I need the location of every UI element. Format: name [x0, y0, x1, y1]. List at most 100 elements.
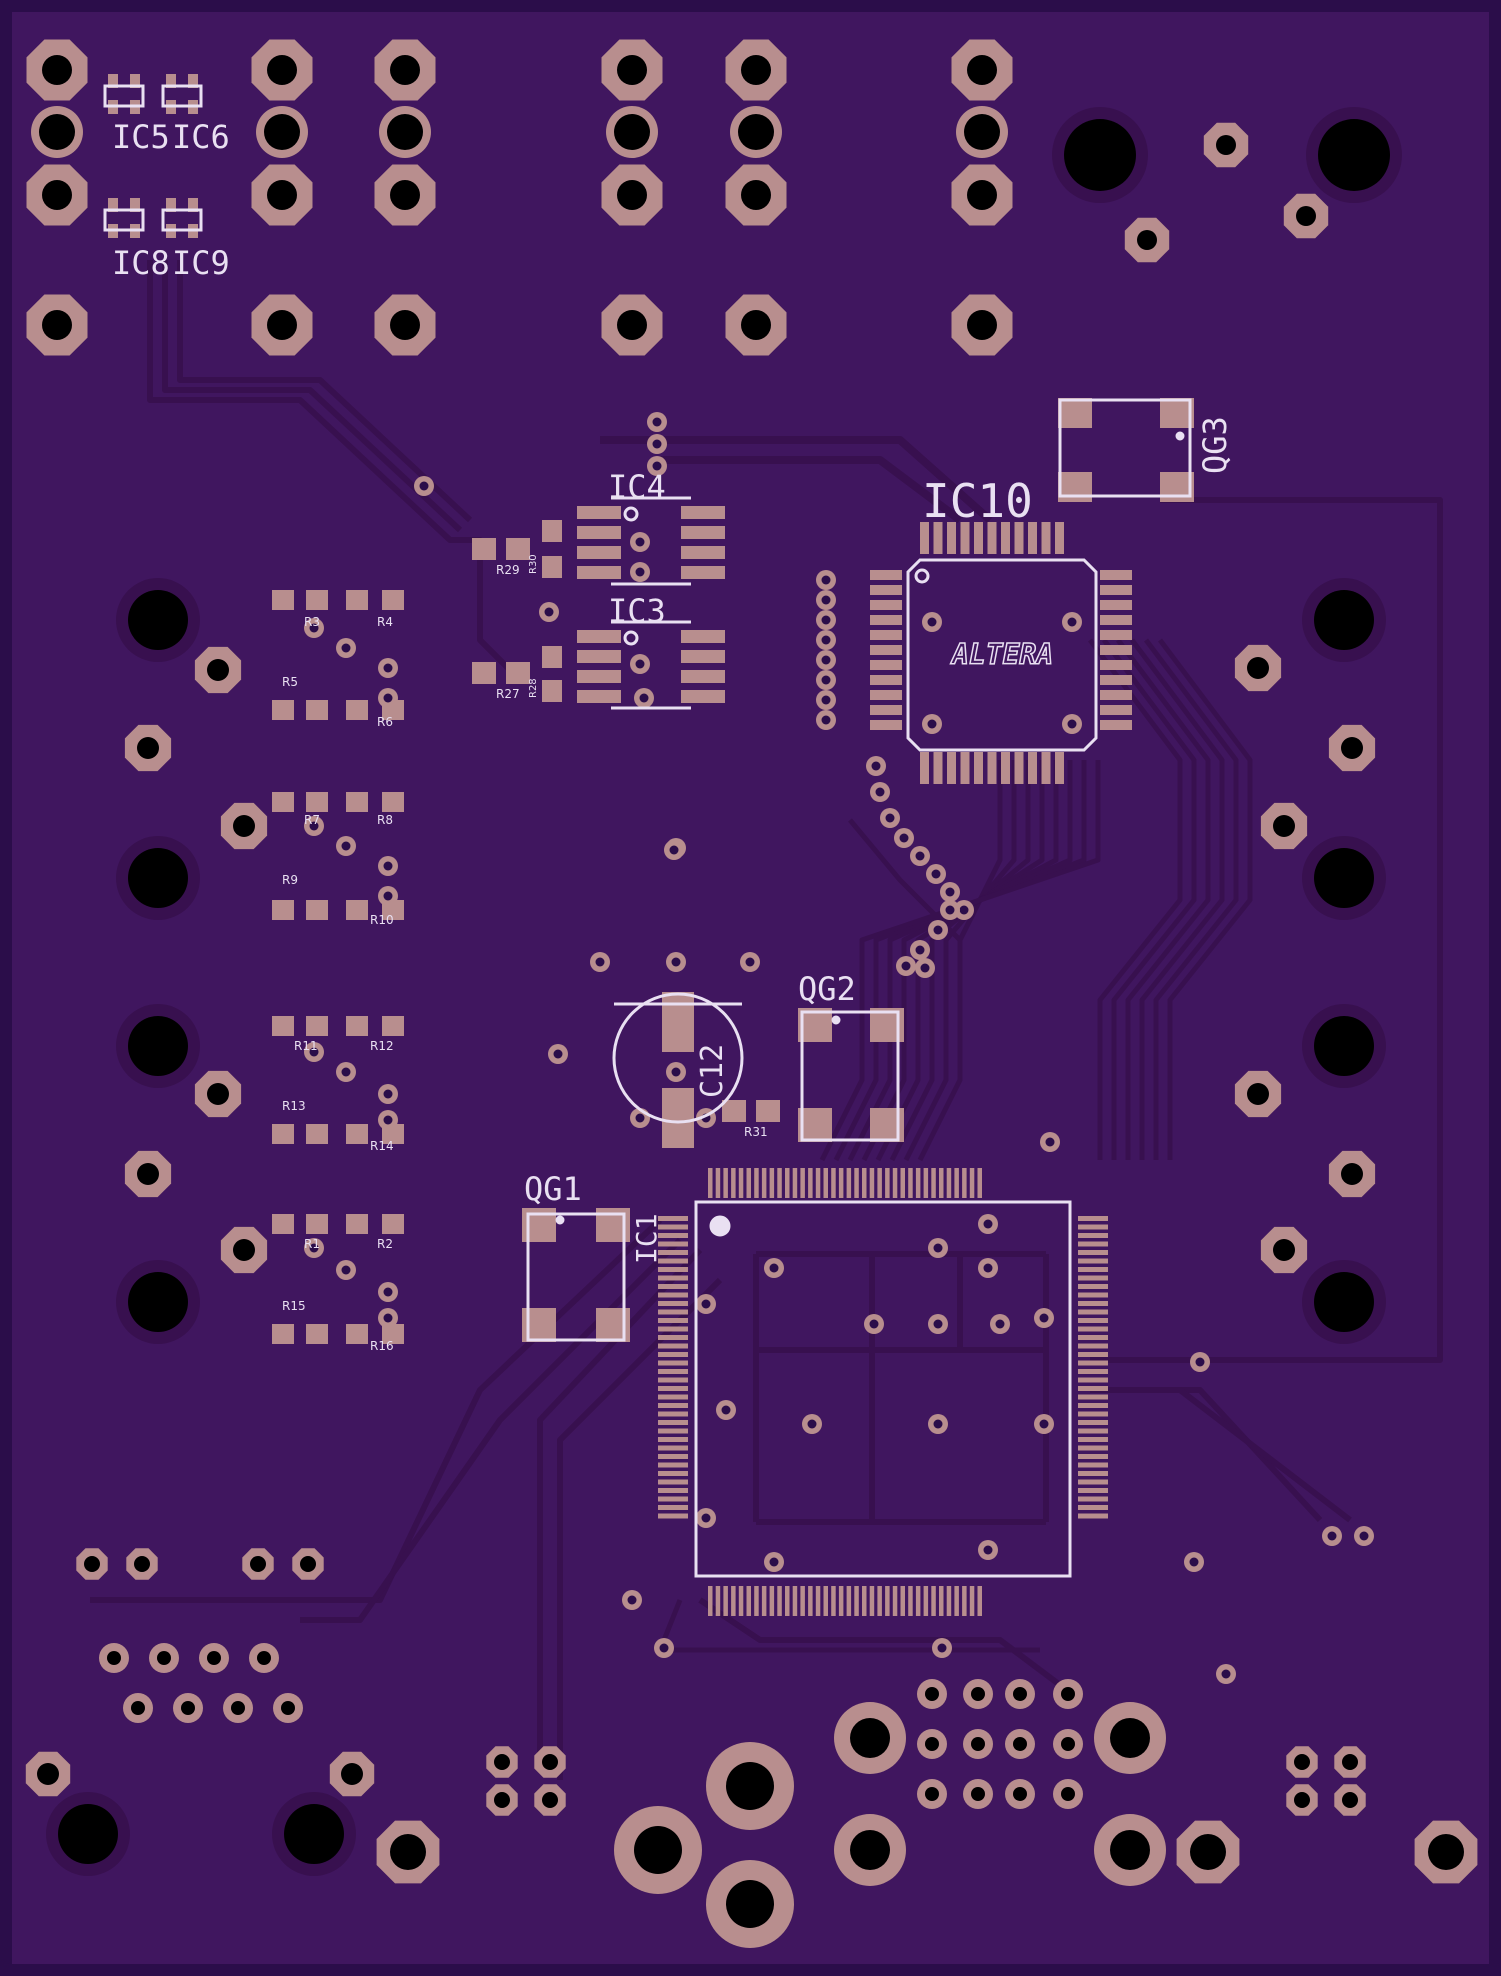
mounting-hole: [1318, 119, 1390, 191]
drill-hole: [84, 1556, 100, 1572]
r13-label: R13: [282, 1099, 306, 1113]
smd-pad: [658, 1471, 688, 1476]
drill-hole: [634, 1826, 682, 1874]
drill-hole: [964, 114, 1000, 150]
drill-hole: [131, 1701, 145, 1715]
smd-pad: [658, 1496, 688, 1502]
via-hole: [769, 1263, 779, 1273]
smd-pad: [946, 1586, 952, 1616]
smd-pad: [738, 1586, 744, 1616]
smd-pad: [870, 660, 902, 670]
copper-trace: [875, 760, 1045, 1162]
smd-pad: [1078, 1233, 1108, 1238]
smd-pad: [658, 1360, 688, 1366]
via-hole: [745, 957, 755, 967]
smd-pad: [658, 1386, 688, 1391]
r7-label: R7: [304, 813, 320, 827]
smd-pad: [931, 1586, 936, 1616]
smd-pad: [1014, 522, 1024, 554]
ic9-label: IC9: [172, 244, 230, 282]
smd-pad: [754, 1586, 759, 1616]
drill-hole: [614, 114, 650, 150]
r8-label: R8: [377, 813, 393, 827]
drill-hole: [134, 1556, 150, 1572]
via-hole: [659, 1643, 669, 1653]
copper-trace: [660, 456, 963, 524]
drill-hole: [1061, 1787, 1075, 1801]
drill-hole: [137, 1163, 159, 1185]
smd-pad: [1100, 645, 1132, 655]
via-hole: [807, 1419, 817, 1429]
smd-pad: [923, 1168, 929, 1198]
drill-hole: [181, 1701, 195, 1715]
drill-hole: [1296, 206, 1316, 226]
smd-pad: [708, 1586, 713, 1616]
via-hole: [309, 1047, 319, 1057]
via-hole: [933, 925, 943, 935]
smd-pad: [939, 1586, 944, 1616]
smd-pad: [738, 1168, 744, 1198]
drill-hole: [494, 1792, 510, 1808]
r3-label: R3: [304, 615, 320, 629]
r29-label: R29: [496, 563, 520, 577]
drill-hole: [107, 1651, 121, 1665]
smd-pad: [831, 1168, 836, 1198]
smd-pad: [815, 1586, 821, 1616]
smd-pad: [1055, 522, 1064, 554]
smd-pad: [870, 645, 902, 655]
via-hole: [1221, 1669, 1231, 1679]
smd-pad: [272, 1324, 294, 1344]
mounting-hole: [128, 848, 188, 908]
smd-pad: [1001, 752, 1010, 784]
smd-pad: [1100, 720, 1132, 730]
drill-hole: [494, 1754, 510, 1770]
via-hole: [1195, 1357, 1205, 1367]
ic1-ground-pattern: [753, 1251, 1049, 1525]
drill-hole: [971, 1737, 985, 1751]
smd-pad: [506, 538, 530, 560]
silkscreen-layer: [103, 84, 1192, 1578]
smd-pad: [1078, 1505, 1108, 1510]
smd-pad: [1078, 1284, 1108, 1289]
smd-pad: [815, 1168, 821, 1198]
drill-hole: [967, 310, 997, 340]
smd-pad: [954, 1168, 959, 1198]
smd-pad: [681, 630, 725, 643]
smd-pad: [1078, 1258, 1108, 1264]
smd-pad: [658, 1403, 688, 1408]
via-hole: [899, 833, 909, 843]
ic3-label: IC3: [608, 592, 666, 630]
smd-pad: [1055, 752, 1064, 784]
via-hole: [869, 1319, 879, 1329]
smd-pad: [658, 1394, 688, 1400]
smd-pad: [658, 1352, 688, 1357]
smd-pad: [681, 546, 725, 559]
copper-trace: [833, 760, 1087, 1162]
via-hole: [553, 1049, 563, 1059]
drill-hole: [1428, 1834, 1464, 1870]
smd-pad: [542, 680, 562, 702]
drill-hole: [1190, 1834, 1226, 1870]
smd-pad: [769, 1586, 775, 1616]
r5-label: R5: [282, 675, 298, 689]
smd-pad: [846, 1168, 852, 1198]
smd-pad: [920, 522, 929, 554]
via-hole: [701, 1299, 711, 1309]
smd-pad: [577, 670, 621, 683]
smd-pad: [130, 198, 140, 212]
via-hole: [915, 945, 925, 955]
smd-pad: [346, 1016, 368, 1036]
smd-pad: [877, 1168, 882, 1198]
smd-pad: [862, 1586, 867, 1616]
drill-hole: [726, 1880, 774, 1928]
smd-pad: [869, 1586, 875, 1616]
smd-pad: [723, 1168, 728, 1198]
copper-trace: [1088, 638, 1183, 1160]
smd-pad: [708, 1168, 713, 1198]
smd-pad: [658, 1377, 688, 1383]
qg3-label: QG3: [1196, 416, 1234, 474]
c12-outline: [612, 992, 744, 1124]
smd-pad: [306, 900, 328, 920]
smd-pad: [272, 1124, 294, 1144]
silk-outline: [800, 1010, 900, 1142]
